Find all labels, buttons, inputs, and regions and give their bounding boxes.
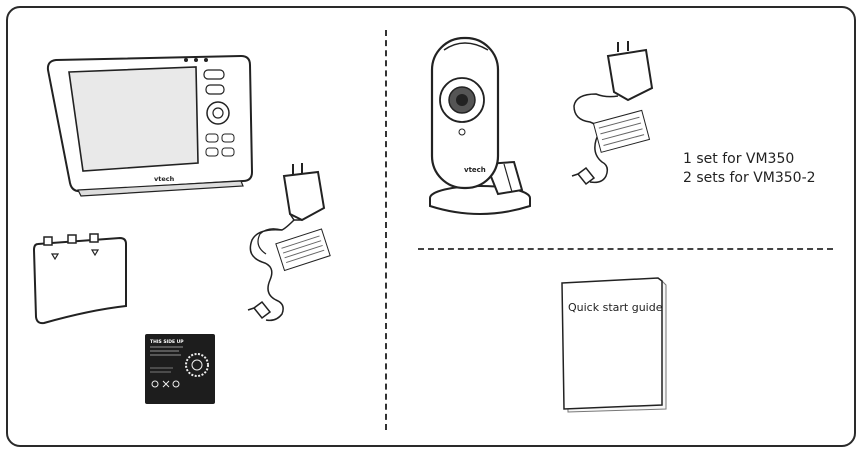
camera-sets-note: 1 set for VM350 2 sets for VM350-2	[683, 150, 816, 188]
baby-camera-unit: vtech	[429, 36, 531, 215]
battery-label: THIS SIDE UP	[150, 339, 184, 345]
camera-power-adapter	[571, 41, 654, 186]
battery-cover	[32, 233, 127, 325]
battery-pack: THIS SIDE UP	[145, 334, 215, 404]
vertical-dashed-divider	[385, 30, 387, 430]
guide-title: Quick start guide	[568, 301, 663, 314]
sets-line-vm350: 1 set for VM350	[683, 151, 795, 167]
camera-logo: vtech	[464, 166, 486, 174]
monitor-power-adapter	[247, 163, 331, 322]
parent-unit-monitor: vtech	[46, 54, 254, 197]
horizontal-dashed-divider	[418, 248, 833, 250]
monitor-logo: vtech	[154, 175, 175, 183]
sets-line-vm350-2: 2 sets for VM350-2	[683, 170, 816, 186]
package-contents-frame	[6, 6, 856, 447]
quick-start-guide-booklet: Quick start guide	[561, 277, 667, 413]
